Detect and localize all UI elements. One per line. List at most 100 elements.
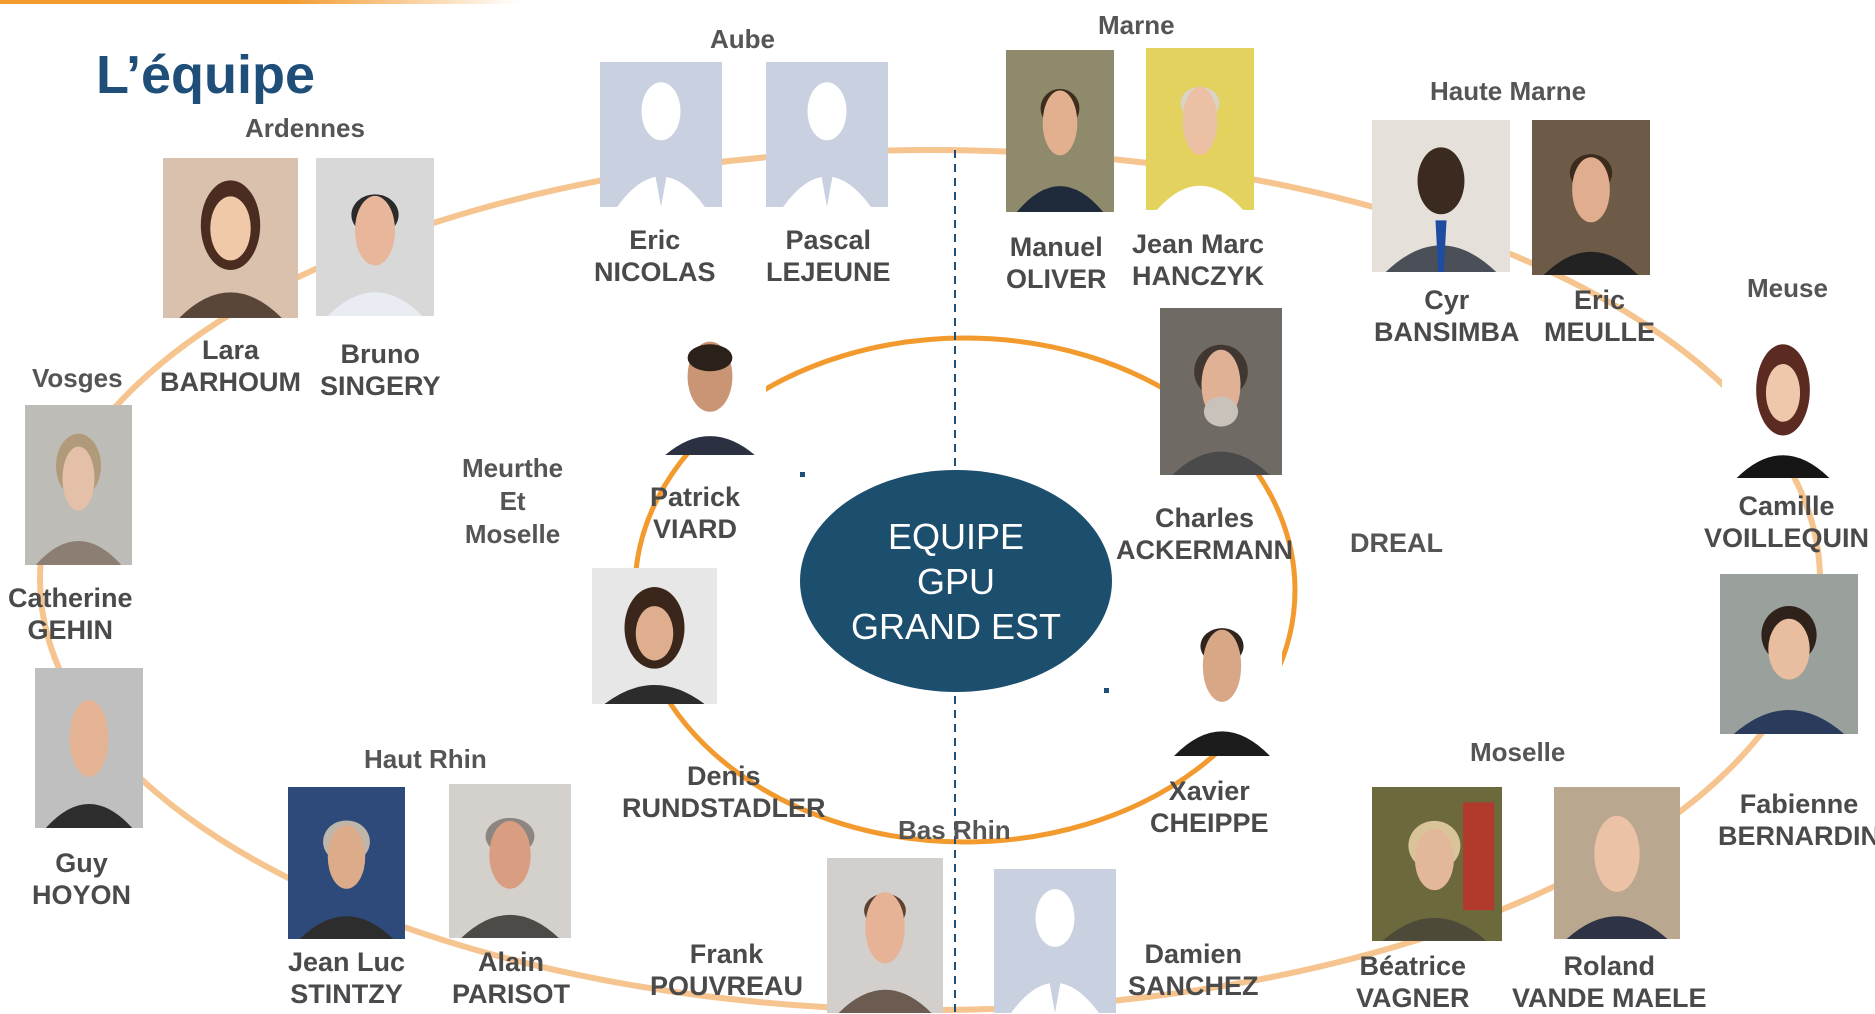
region-moselle: Moselle <box>1470 737 1566 767</box>
region-dreal: DREAL <box>1350 528 1443 558</box>
first-name: Bruno <box>340 339 420 369</box>
first-name: Eric <box>629 225 681 255</box>
photo-jean-marc-hanczyk <box>1146 48 1254 210</box>
first-name: Patrick <box>650 482 741 512</box>
last-name: OLIVER <box>1006 264 1107 294</box>
photo-alain-parisot <box>449 784 571 938</box>
region-aube: Aube <box>710 24 775 54</box>
region-haut-rhin: Haut Rhin <box>364 744 487 774</box>
region-vosges: Vosges <box>32 363 123 393</box>
last-name: HOYON <box>32 880 132 910</box>
photo-frank-pouvreau <box>827 858 943 1013</box>
marker-dot <box>1104 688 1109 693</box>
last-name: BERNARDIN <box>1718 821 1875 851</box>
first-name: Eric <box>1573 285 1626 315</box>
region-meurthe-line1: Meurthe <box>462 453 564 483</box>
first-name: Jean Luc <box>288 947 406 977</box>
marker-dot <box>800 472 805 477</box>
first-name: Pascal <box>785 225 872 255</box>
last-name: POUVREAU <box>650 971 804 1001</box>
region-meurthe-line3: Moselle <box>464 519 561 549</box>
photo-camille-voillequin <box>1722 326 1844 478</box>
photo-fabienne-bernardin <box>1720 574 1858 734</box>
region-bas-rhin: Bas Rhin <box>898 815 1011 845</box>
last-name: SANCHEZ <box>1128 971 1259 1001</box>
last-name: BANSIMBA <box>1374 317 1520 347</box>
photo-damien-sanchez-placeholder <box>994 869 1116 1013</box>
photo-cyr-bansimba <box>1372 120 1510 272</box>
first-name: Frank <box>689 939 764 969</box>
last-name: VANDE MAELE <box>1512 983 1707 1013</box>
region-ardennes: Ardennes <box>245 113 365 143</box>
photo-beatrice-vagner <box>1372 787 1502 941</box>
first-name: Guy <box>55 848 108 878</box>
center-line1: EQUIPE <box>887 515 1025 557</box>
center-team-badge: EQUIPE GPU GRAND EST <box>800 470 1112 692</box>
photo-charles-ackermann <box>1160 308 1282 475</box>
photo-catherine-gehin <box>25 405 132 565</box>
last-name: CHEIPPE <box>1150 808 1269 838</box>
photo-eric-nicolas-placeholder <box>600 62 722 207</box>
photo-bruno-singery <box>316 158 434 316</box>
photo-patrick-viard <box>654 320 766 455</box>
first-name: Manuel <box>1009 232 1103 262</box>
photo-lara-barhoum <box>163 158 298 318</box>
last-name: SINGERY <box>320 371 441 401</box>
region-meuse: Meuse <box>1747 273 1828 303</box>
last-name: NICOLAS <box>594 257 716 287</box>
first-name: Jean Marc <box>1132 229 1265 259</box>
first-name: Lara <box>201 335 260 365</box>
region-meurthe-line2: Et <box>499 486 526 516</box>
last-name: VOILLEQUIN <box>1704 523 1870 553</box>
first-name: Charles <box>1154 503 1255 533</box>
top-accent-line <box>0 0 520 4</box>
region-haute-marne: Haute Marne <box>1430 76 1587 106</box>
photo-manuel-oliver <box>1006 50 1114 212</box>
last-name: PARISOT <box>452 979 571 1009</box>
last-name: STINTZY <box>290 979 403 1009</box>
first-name: Xavier <box>1168 776 1250 806</box>
page-title: L’équipe <box>96 45 316 105</box>
photo-xavier-cheippe <box>1162 592 1282 756</box>
last-name: MEULLE <box>1544 317 1655 347</box>
center-line3: GRAND EST <box>850 605 1062 647</box>
photo-eric-meulle <box>1532 120 1650 275</box>
center-line2: GPU <box>916 560 995 602</box>
last-name: HANCZYK <box>1132 261 1265 291</box>
first-name: Béatrice <box>1359 951 1467 981</box>
photo-jean-luc-stintzy <box>288 787 405 939</box>
last-name: ACKERMANN <box>1116 535 1293 565</box>
last-name: VIARD <box>653 514 738 544</box>
first-name: Roland <box>1563 951 1656 981</box>
photo-guy-hoyon <box>35 668 143 828</box>
photo-pascal-lejeune-placeholder <box>766 62 888 207</box>
first-name: Catherine <box>8 583 133 613</box>
region-marne: Marne <box>1098 10 1175 40</box>
last-name: VAGNER <box>1356 983 1470 1013</box>
photo-denis-rundstadler <box>592 568 717 704</box>
last-name: BARHOUM <box>160 367 301 397</box>
first-name: Damien <box>1144 939 1243 969</box>
last-name: GEHIN <box>27 615 114 645</box>
first-name: Camille <box>1738 491 1835 521</box>
first-name: Fabienne <box>1739 789 1859 819</box>
first-name: Alain <box>478 947 545 977</box>
region-meurthe-et-moselle: Meurthe Et Moselle <box>462 452 563 551</box>
